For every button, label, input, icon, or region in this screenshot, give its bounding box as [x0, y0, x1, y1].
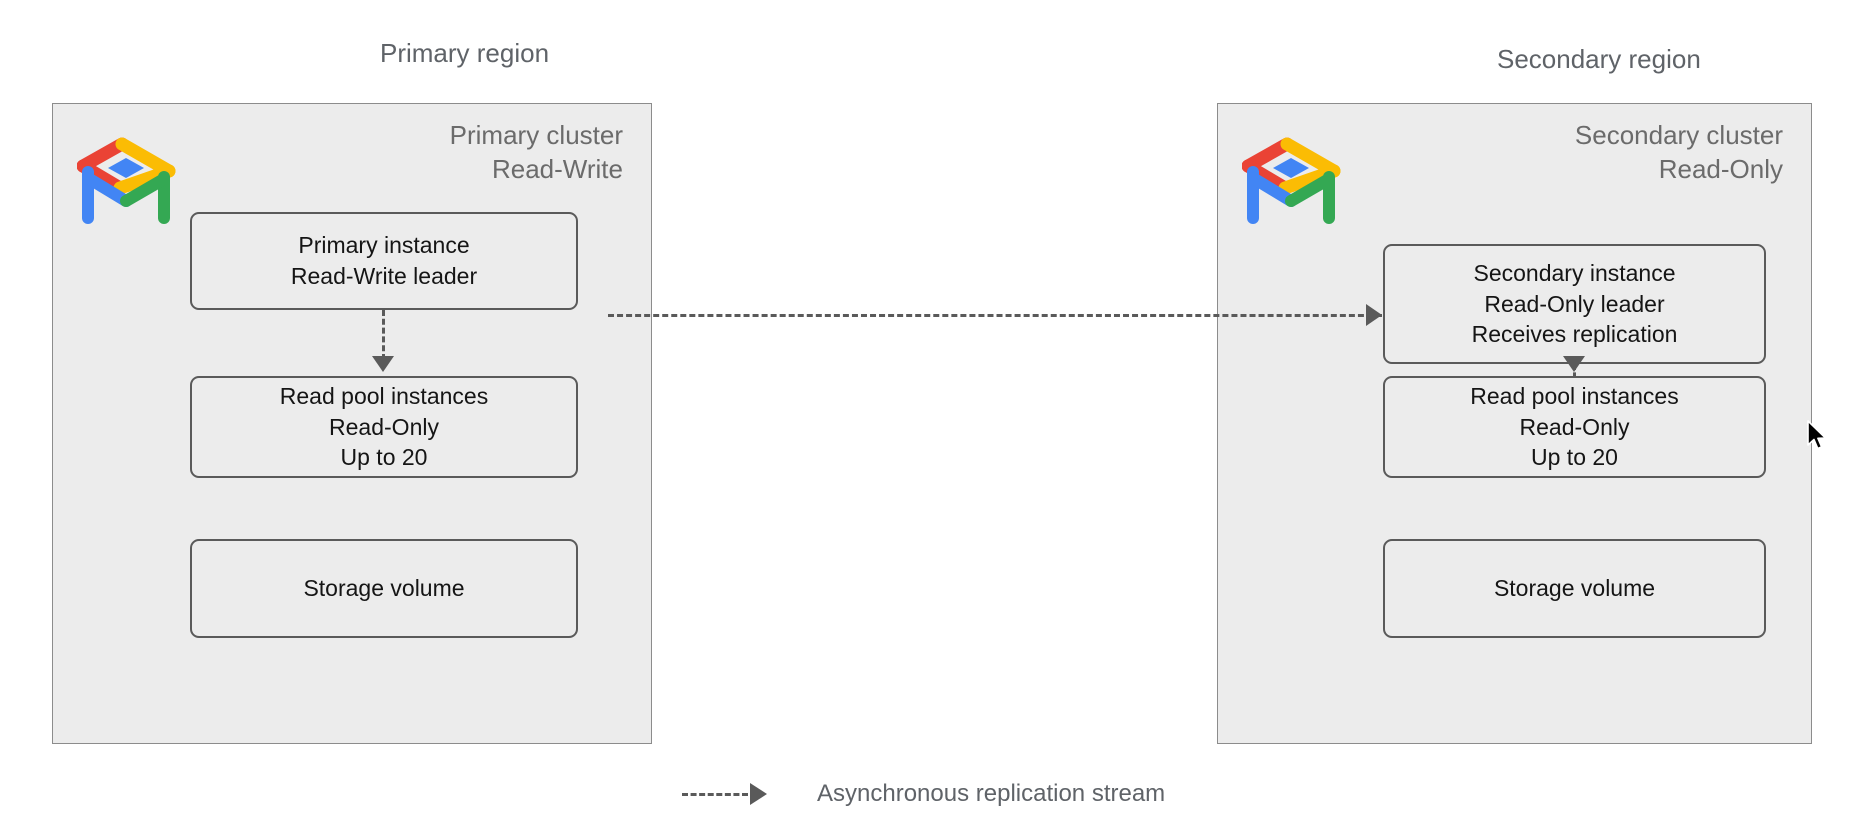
secondary-instance-line-2: Read-Only leader [1484, 290, 1665, 317]
legend-label: Asynchronous replication stream [817, 780, 1166, 807]
secondary-cluster-panel: Secondary cluster Read-Only Secondary in… [1217, 103, 1812, 744]
alloydb-logo [76, 122, 181, 226]
secondary-instance-line-1: Secondary instance [1473, 260, 1676, 287]
secondary-read-pool-line-3: Up to 20 [1531, 444, 1618, 471]
secondary-instance-line-3: Receives replication [1471, 321, 1678, 348]
primary-storage-volume-node[interactable]: Storage volume [190, 539, 578, 638]
primary-read-pool-line-1: Read pool instances [279, 383, 489, 410]
legend-arrow-icon [750, 783, 767, 805]
secondary-instance-node[interactable]: Secondary instance Read-Only leader Rece… [1383, 244, 1766, 364]
primary-instance-node[interactable]: Primary instance Read-Write leader [190, 212, 578, 310]
primary-cluster-header-line2: Read-Write [491, 154, 623, 185]
primary-cluster-header: Primary cluster Read-Write [450, 118, 623, 187]
legend-dash-line [682, 792, 748, 796]
secondary-region-label: Secondary region [1497, 44, 1701, 74]
primary-storage-volume-label: Storage volume [303, 575, 465, 602]
primary-instance-line-1: Primary instance [298, 232, 470, 259]
primary-read-pool-node[interactable]: Read pool instances Read-Only Up to 20 [190, 376, 578, 478]
primary-read-pool-line-3: Up to 20 [340, 444, 428, 471]
alloydb-logo [1241, 122, 1346, 226]
primary-instance-line-2: Read-Write leader [290, 263, 478, 289]
primary-region-label: Primary region [380, 38, 550, 68]
secondary-cluster-header-line1: Secondary cluster [1574, 120, 1783, 150]
secondary-cluster-header-line2: Read-Only [1658, 154, 1783, 185]
secondary-cluster-header: Secondary cluster Read-Only [1575, 118, 1783, 187]
secondary-internal-connector-arrow [1563, 356, 1585, 372]
primary-read-pool-line-2: Read-Only [329, 413, 439, 440]
secondary-read-pool-node[interactable]: Read pool instances Read-Only Up to 20 [1383, 376, 1766, 478]
replication-connector-arrow [1366, 304, 1382, 326]
primary-cluster-header-line1: Primary cluster [449, 120, 623, 150]
replication-connector-line [608, 314, 1382, 317]
secondary-read-pool-line-1: Read pool instances [1470, 383, 1679, 410]
primary-cluster-panel: Primary cluster Read-Write Primary insta… [52, 103, 652, 744]
legend: Asynchronous replication stream [682, 780, 1165, 808]
primary-internal-connector-line [382, 310, 385, 360]
primary-internal-connector-arrow [372, 356, 394, 372]
secondary-storage-volume-node[interactable]: Storage volume [1383, 539, 1766, 638]
secondary-storage-volume-label: Storage volume [1493, 575, 1656, 602]
secondary-read-pool-line-2: Read-Only [1519, 413, 1630, 440]
